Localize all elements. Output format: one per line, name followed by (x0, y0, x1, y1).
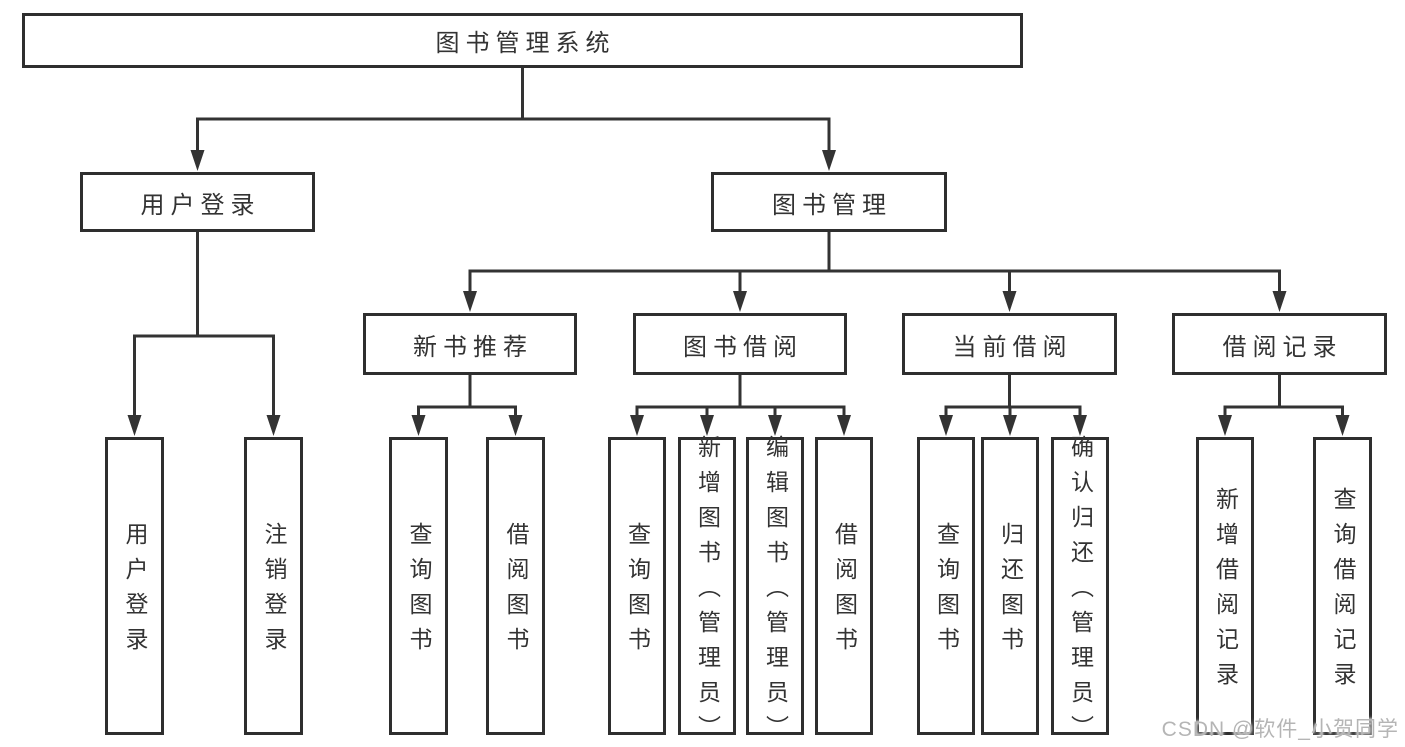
node-new-book-recommend: 新书推荐 (363, 313, 577, 375)
node-label: 新增借阅记录 (1212, 487, 1239, 697)
node-leaf-borrow-books-recommend: 借阅图书 (486, 437, 545, 735)
node-label: 查询图书 (933, 522, 960, 662)
arrowhead (1003, 415, 1017, 436)
arrowhead (1218, 415, 1232, 436)
node-label: 编辑图书（管理员） (762, 434, 789, 747)
arrowhead (630, 415, 644, 436)
node-user-login: 用户登录 (80, 172, 315, 232)
node-label: 注销登录 (261, 522, 287, 662)
node-label: 用户登录 (140, 191, 261, 219)
node-leaf-return-books: 归还图书 (981, 437, 1039, 735)
node-label: 用户登录 (122, 522, 148, 662)
arrowhead (190, 150, 205, 171)
connector-current-borrowing-branch (944, 373, 1082, 419)
arrowhead (411, 415, 426, 436)
node-leaf-add-book-admin: 新增图书（管理员） (678, 435, 736, 747)
connector-book-borrowing-branch (635, 373, 846, 419)
node-leaf-query-borrow-record: 查询借阅记录 (1313, 437, 1372, 735)
node-label: 图书借阅 (683, 333, 803, 361)
arrowhead (1073, 415, 1087, 436)
arrowhead (1272, 291, 1287, 312)
arrowhead (266, 415, 281, 436)
arrowhead (1002, 291, 1017, 312)
node-label: 确认归还（管理员） (1067, 434, 1094, 747)
node-current-borrowing: 当前借阅 (902, 313, 1117, 375)
node-label: 当前借阅 (952, 333, 1073, 361)
node-leaf-confirm-return-admin: 确认归还（管理员） (1051, 435, 1109, 747)
node-book-management: 图书管理 (711, 172, 947, 232)
node-book-borrowing: 图书借阅 (633, 313, 847, 375)
node-leaf-borrow-books: 借阅图书 (815, 437, 873, 735)
connector-new-book-branch (417, 373, 517, 419)
connector-borrowing-records-branch (1223, 373, 1344, 419)
arrowhead (768, 415, 782, 436)
node-leaf-query-books-borrowing: 查询图书 (608, 437, 666, 735)
node-borrowing-records: 借阅记录 (1172, 313, 1387, 375)
node-leaf-edit-book-admin: 编辑图书（管理员） (746, 435, 804, 747)
connector-root-to-level2 (196, 66, 831, 154)
node-label: 借阅图书 (831, 522, 858, 662)
watermark: CSDN @软件_小贺同学 (1161, 718, 1399, 741)
arrowhead (1335, 415, 1350, 436)
node-leaf-user-login: 用户登录 (105, 437, 164, 735)
arrowhead (700, 415, 714, 436)
arrowhead (822, 150, 836, 171)
node-label: 查询图书 (406, 522, 432, 662)
node-leaf-query-books-current: 查询图书 (917, 437, 975, 735)
arrowhead (127, 415, 142, 436)
node-label: 借阅记录 (1222, 333, 1343, 361)
node-label: 图书管理 (772, 191, 892, 219)
arrowhead (733, 291, 747, 312)
node-label: 新增图书（管理员） (694, 434, 721, 747)
node-label: 归还图书 (997, 522, 1024, 662)
connector-book-management-branch (468, 230, 1281, 295)
arrowhead (508, 415, 523, 436)
node-root-library-system: 图书管理系统 (22, 13, 1023, 68)
arrowhead (837, 415, 851, 436)
arrowhead (463, 291, 477, 312)
node-label: 查询图书 (624, 522, 651, 662)
node-leaf-add-borrow-record: 新增借阅记录 (1196, 437, 1254, 735)
node-label: 新书推荐 (413, 333, 533, 361)
node-leaf-logout: 注销登录 (244, 437, 303, 735)
node-label: 图书管理系统 (435, 30, 616, 57)
connector-user-login-branch (133, 230, 275, 419)
node-label: 查询借阅记录 (1330, 487, 1356, 697)
node-label: 借阅图书 (503, 522, 529, 662)
node-leaf-query-books-recommend: 查询图书 (389, 437, 448, 735)
arrowhead (939, 415, 953, 436)
